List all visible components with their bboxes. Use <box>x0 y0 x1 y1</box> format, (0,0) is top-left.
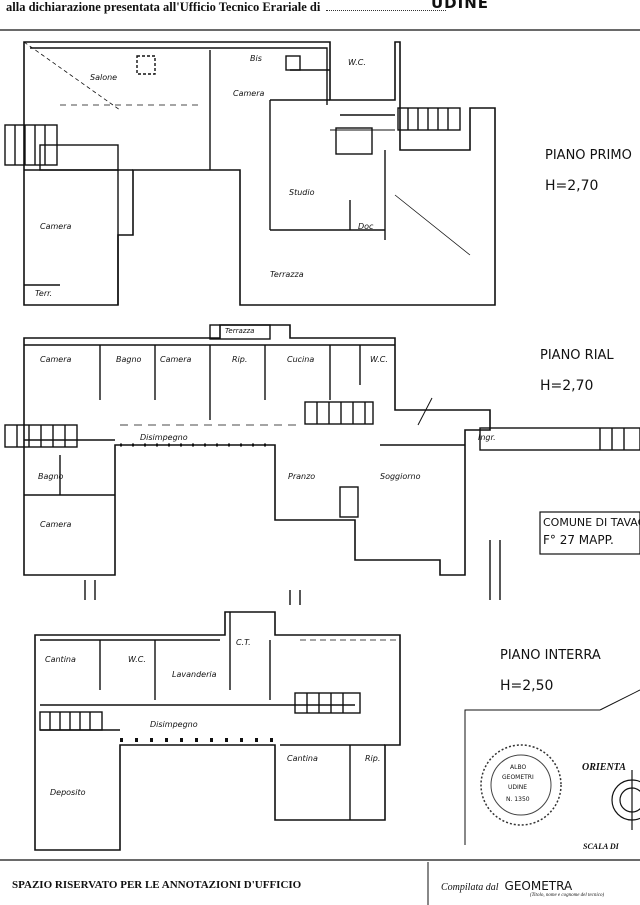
header-handwritten-city: UDINE <box>431 0 490 12</box>
room-camera-rialzato-1: Camera <box>40 355 72 364</box>
floor-height-primo: H=2,70 <box>545 178 599 194</box>
room-ct: C.T. <box>236 638 251 647</box>
room-terrazza-rialzato: Terrazza <box>225 327 255 335</box>
room-bis: Bis <box>250 54 262 63</box>
room-cantina-2: Cantina <box>287 754 318 763</box>
stamp-line-4: N. 1350 <box>506 796 530 803</box>
room-terrazza-primo: Terrazza <box>270 270 304 279</box>
room-doc: Doc <box>358 222 374 231</box>
room-cucina: Cucina <box>287 355 315 364</box>
room-wc-rialzato: W.C. <box>370 355 388 364</box>
header-text: alla dichiarazione presentata all'Uffici… <box>6 0 321 14</box>
room-wc-interrato: W.C. <box>128 655 146 664</box>
compiled-by-title: GEOMETRA <box>504 879 573 893</box>
room-studio: Studio <box>289 188 315 197</box>
room-camera-rialzato-2: Camera <box>160 355 192 364</box>
header: alla dichiarazione presentata all'Uffici… <box>6 0 640 20</box>
office-notes-label: SPAZIO RISERVATO PER LE ANNOTAZIONI D'UF… <box>12 879 302 891</box>
floor-height-rialzato: H=2,70 <box>540 378 594 394</box>
compiled-by-note: (Titolo, nome e cognome del tecnico) <box>530 893 605 898</box>
room-rip-interrato: Rip. <box>365 754 381 763</box>
room-bagno-rialzato-2: Bagno <box>38 472 64 481</box>
room-deposito: Deposito <box>50 788 86 797</box>
room-camera-rialzato-3: Camera <box>40 520 72 529</box>
room-cantina-1: Cantina <box>45 655 76 664</box>
geometra-stamp <box>480 744 562 826</box>
compiled-by-label: Compilata dal <box>441 882 499 893</box>
comune-line-2: F° 27 MAPP. <box>543 533 614 547</box>
floor-title-primo: PIANO PRIMO <box>545 148 632 163</box>
room-soggiorno: Soggiorno <box>380 472 421 481</box>
room-camera-primo-2: Camera <box>40 222 72 231</box>
header-dotted-line <box>326 0 447 11</box>
comune-line-1: COMUNE DI TAVAG <box>543 516 640 529</box>
room-bagno-rialzato-1: Bagno <box>116 355 142 364</box>
room-salone: Salone <box>90 73 118 82</box>
room-disimpegno-rialzato: Disimpegno <box>140 433 188 442</box>
room-ingr: Ingr. <box>478 433 496 442</box>
room-wc-primo: W.C. <box>348 58 366 67</box>
scale-label: SCALA DI <box>583 842 619 851</box>
room-terr: Terr. <box>35 289 53 298</box>
stamp-line-3: UDINE <box>508 784 528 791</box>
room-disimpegno-interrato: Disimpegno <box>150 720 198 729</box>
floor-height-interrato: H=2,50 <box>500 678 554 694</box>
compass-rose-icon <box>611 770 640 830</box>
stamp-line-2: GEOMETRI <box>502 774 534 781</box>
room-lavanderia: Lavanderia <box>172 670 217 679</box>
floor-title-interrato: PIANO INTERRA <box>500 648 601 663</box>
compiled-by: Compilata dal GEOMETRA <box>441 879 572 893</box>
stamp-line-1: ALBO <box>510 764 527 771</box>
orientation-label: ORIENTA <box>582 762 626 773</box>
room-camera-primo-1: Camera <box>233 89 265 98</box>
room-rip-rialzato: Rip. <box>232 355 248 364</box>
floor-title-rialzato: PIANO RIAL <box>540 348 614 363</box>
room-pranzo: Pranzo <box>288 472 316 481</box>
